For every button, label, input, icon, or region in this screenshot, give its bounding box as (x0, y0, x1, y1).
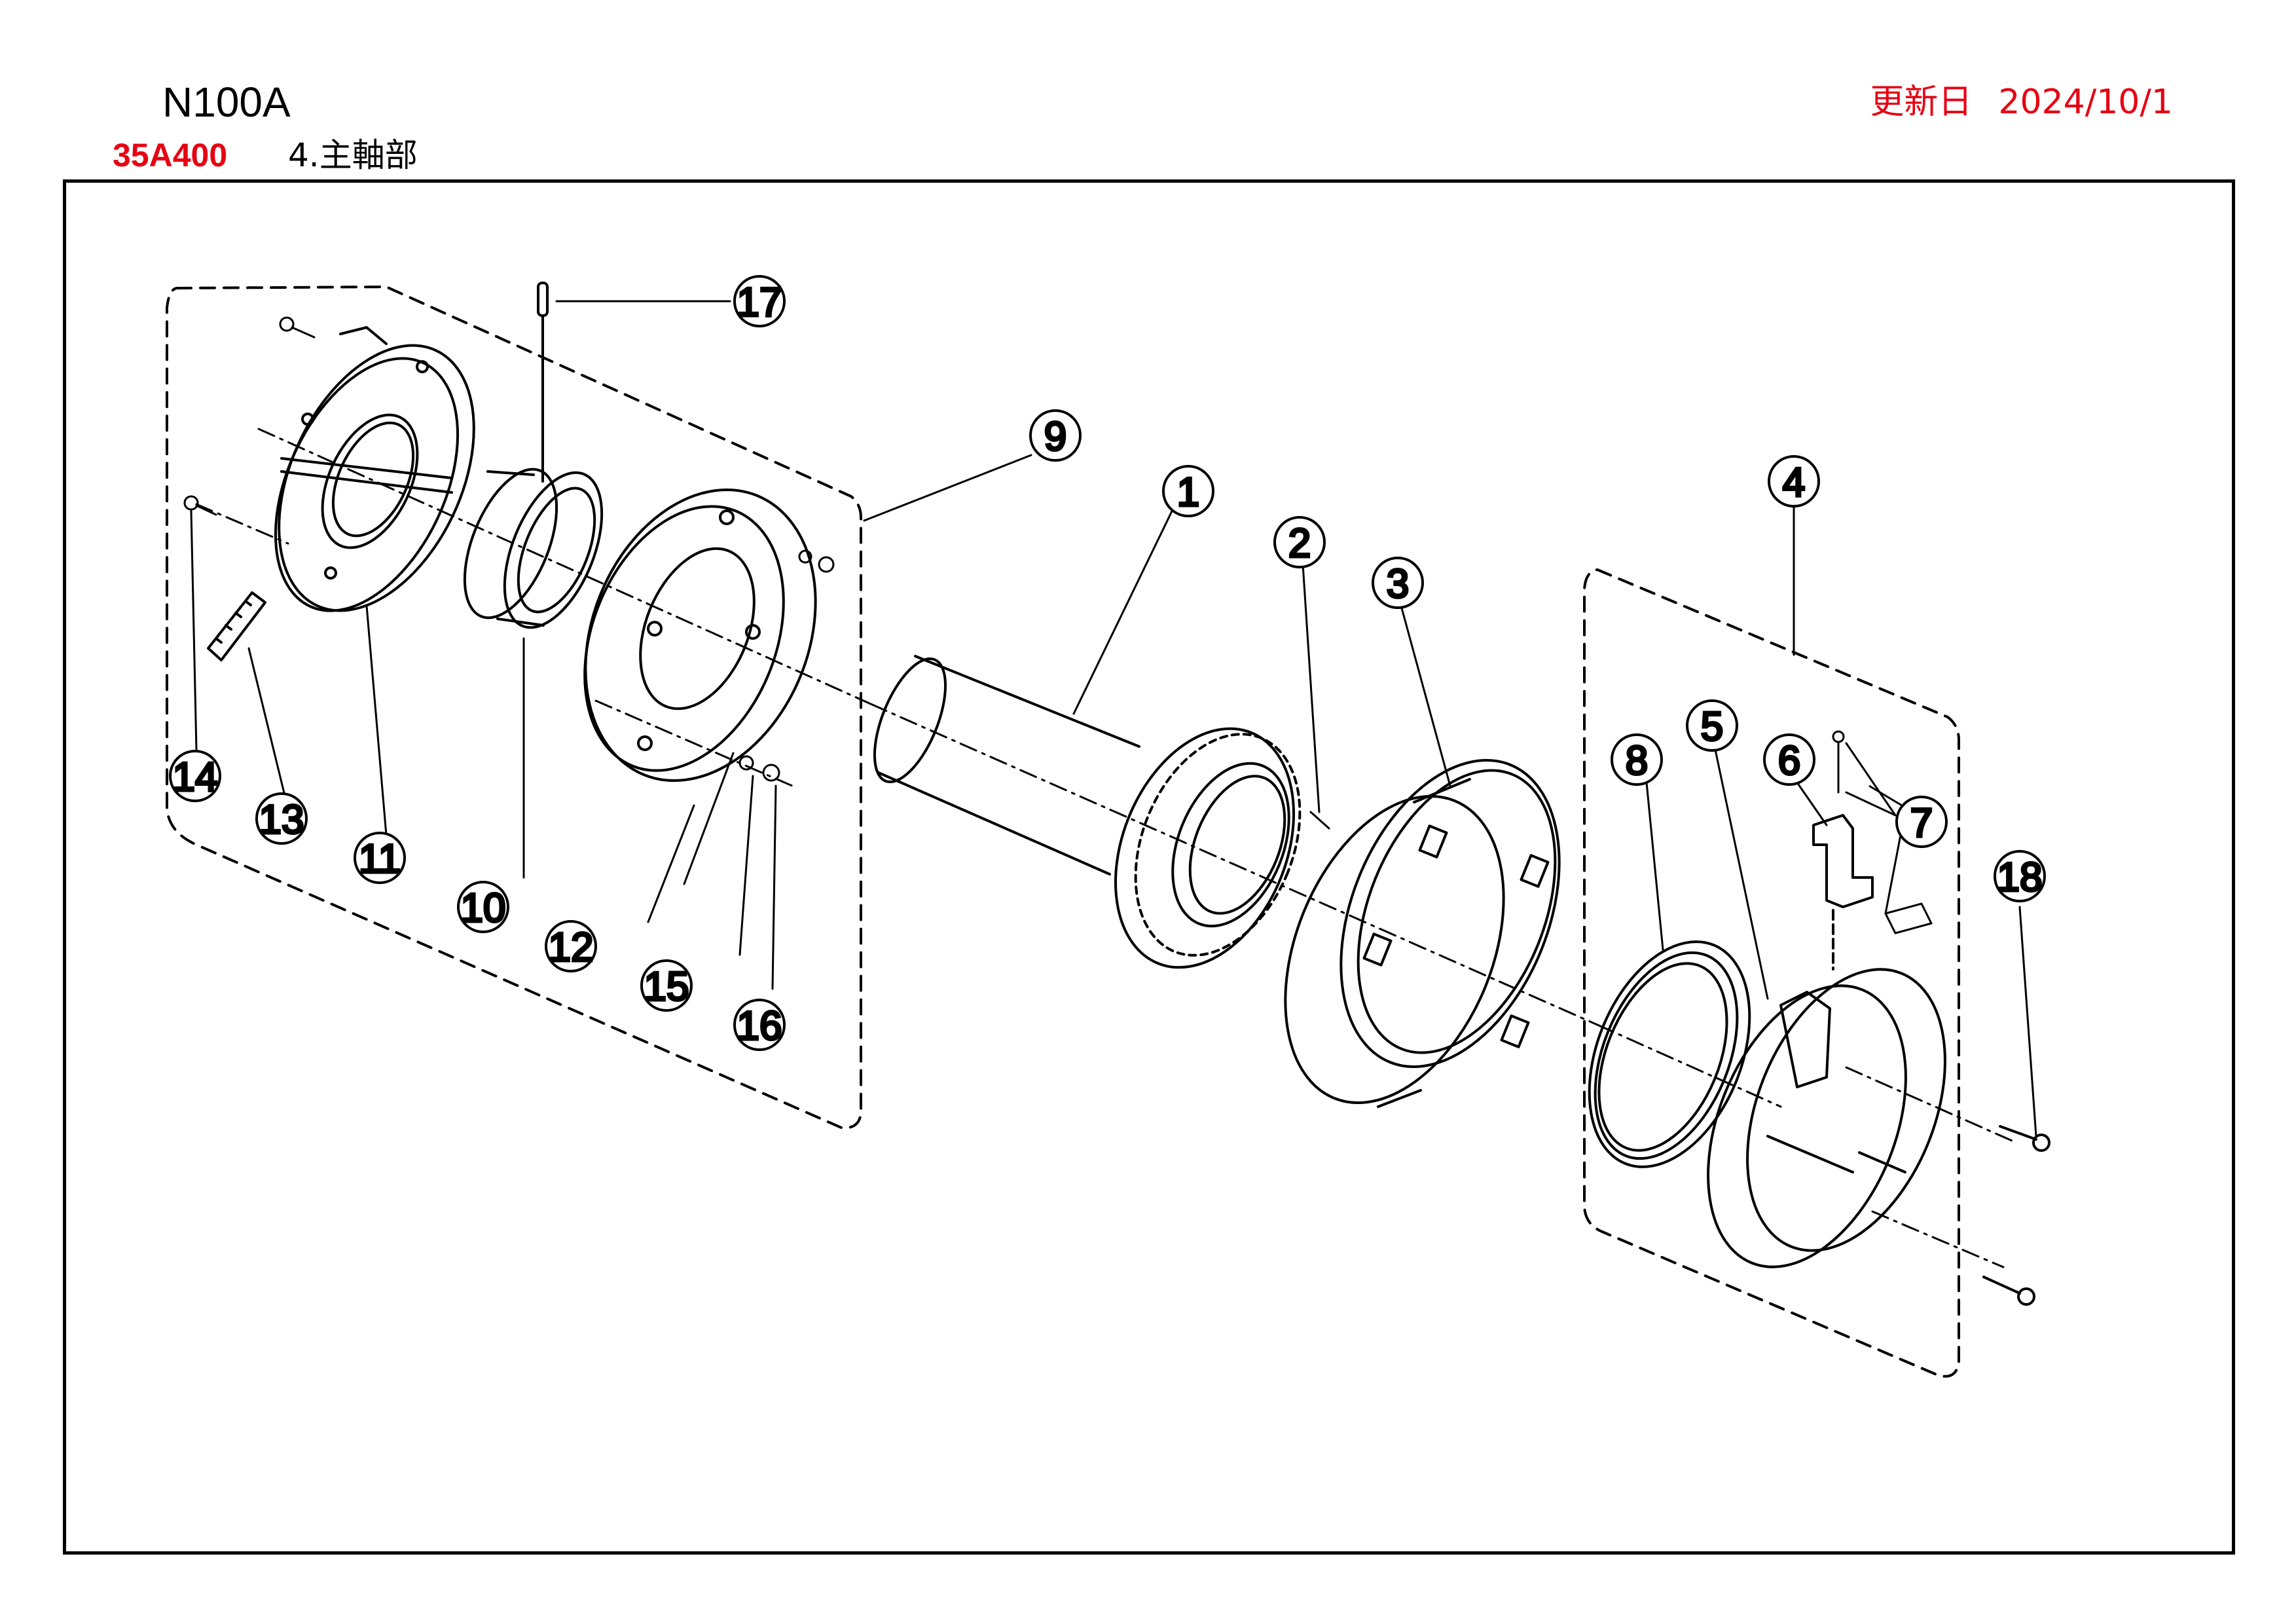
part-collar (463, 468, 604, 629)
callout-2: 2 (1273, 516, 1326, 568)
part-key-13 (207, 591, 266, 661)
callout-17: 17 (733, 275, 786, 327)
callout-leaders-extra (1868, 784, 1903, 807)
callout-5: 5 (1686, 699, 1738, 752)
callout-18: 18 (1994, 850, 2046, 902)
part-pin-2 (1309, 811, 1330, 830)
part-pin-17 (537, 282, 549, 483)
callout-11-label: 11 (359, 837, 401, 882)
callout-8: 8 (1611, 733, 1663, 786)
leader-lines (190, 300, 2037, 1137)
callouts: 1 2 3 4 5 6 7 8 9 10 11 12 13 14 15 16 1… (169, 275, 2046, 1051)
callout-9-label: 9 (1044, 415, 1066, 460)
callout-6: 6 (1763, 733, 1815, 786)
group-outline-right (1583, 568, 1960, 1378)
update-date-value: 2024/10/1 (1998, 83, 2173, 122)
callout-7: 7 (1895, 796, 1948, 848)
part-spindle-gear (873, 655, 1302, 969)
callout-12-label: 12 (549, 925, 594, 970)
group-outline-left (166, 286, 862, 1130)
drawing-frame (63, 179, 2235, 1555)
callout-13: 13 (255, 792, 308, 845)
part-end-cover (1707, 968, 1946, 1268)
callout-10: 10 (457, 881, 509, 933)
callout-18-label: 18 (1997, 855, 2043, 900)
callout-4: 4 (1768, 455, 1820, 507)
callout-16: 16 (733, 999, 786, 1051)
callout-10-label: 10 (461, 886, 506, 931)
callout-15-label: 15 (644, 965, 689, 1010)
part-ring-plate (583, 488, 817, 783)
callout-3-label: 3 (1387, 562, 1409, 607)
callout-2-label: 2 (1288, 521, 1311, 566)
part-cover (1284, 758, 1561, 1108)
callout-13-label: 13 (259, 798, 304, 843)
part-nut-16 (762, 764, 780, 782)
part-bolt-18 (1858, 1125, 2050, 1306)
section-title: 4.主軸部 (288, 136, 418, 174)
part-code: 35A400 (113, 137, 228, 174)
callout-16-label: 16 (737, 1004, 782, 1049)
callout-9: 9 (1029, 409, 1082, 462)
callout-12: 12 (545, 920, 597, 972)
callout-8-label: 8 (1626, 739, 1648, 784)
part-bracket (1812, 814, 1874, 970)
part-washer-15 (738, 755, 754, 771)
callout-1: 1 (1162, 465, 1214, 517)
callout-6-label: 6 (1778, 739, 1800, 784)
update-label: 更新日 (1870, 83, 1973, 122)
callout-11: 11 (354, 832, 406, 884)
callout-14: 14 (169, 750, 221, 802)
part-bolt-top (279, 316, 316, 339)
callout-4-label: 4 (1783, 460, 1805, 506)
update-date: 更新日 2024/10/1 (1870, 85, 2173, 119)
callout-3: 3 (1372, 557, 1424, 609)
callout-7-label: 7 (1910, 801, 1933, 846)
callout-5-label: 5 (1701, 705, 1723, 750)
part-flange-housing (274, 326, 475, 612)
part-bolt-14 (183, 495, 217, 516)
axis-lines (195, 428, 2018, 1268)
callout-17-label: 17 (737, 280, 782, 325)
callout-15: 15 (640, 959, 693, 1012)
part-seal-ring (1588, 940, 1751, 1168)
callout-14-label: 14 (173, 755, 218, 800)
callout-1-label: 1 (1177, 470, 1199, 515)
part-screws-block (1832, 730, 1933, 934)
model-title: N100A (162, 79, 291, 126)
part-washer-nut-top (798, 549, 835, 573)
